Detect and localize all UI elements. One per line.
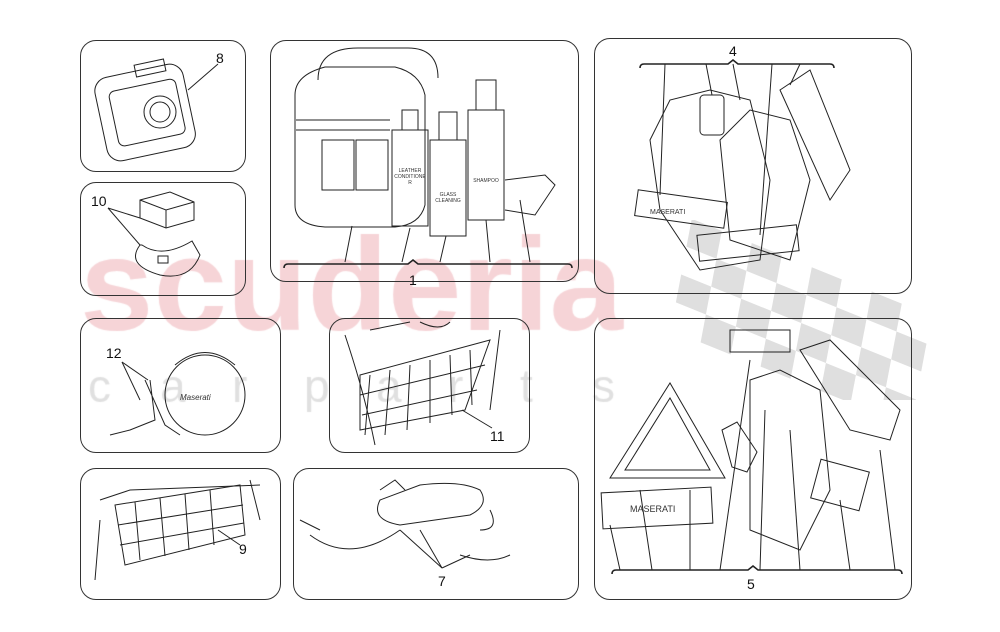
callout-1: 1 (409, 272, 417, 288)
panel-first-aid-kit[interactable] (80, 40, 246, 172)
panel-car-care-kit[interactable] (270, 40, 579, 282)
callout-12: 12 (106, 345, 122, 361)
panel-side-net[interactable] (329, 318, 530, 453)
callout-9: 9 (239, 541, 247, 557)
panel-battery-charger[interactable] (293, 468, 579, 600)
panel-emergency-kit[interactable] (594, 318, 912, 600)
panel-tow-strap[interactable] (80, 182, 246, 296)
panel-safety-vests[interactable] (594, 38, 912, 294)
bottle-label-shampoo: SHAMPOO (473, 178, 499, 184)
brand-lettering-kit-bag: MASERATI (630, 504, 675, 514)
brand-script-bag: Maserati (180, 393, 211, 402)
callout-5: 5 (747, 576, 755, 592)
brand-lettering-vest-bag: MASERATI (650, 209, 685, 216)
callout-4: 4 (729, 43, 737, 59)
callout-10: 10 (91, 193, 107, 209)
callout-7: 7 (438, 573, 446, 589)
bottle-label-glass: GLASS CLEANING (435, 192, 461, 204)
panel-battery-cables-bag[interactable] (80, 318, 281, 453)
bottle-label-leather: LEATHER CONDITIONER (394, 168, 426, 186)
panel-trunk-net[interactable] (80, 468, 281, 600)
callout-11: 11 (490, 428, 505, 444)
callout-8: 8 (216, 50, 224, 66)
